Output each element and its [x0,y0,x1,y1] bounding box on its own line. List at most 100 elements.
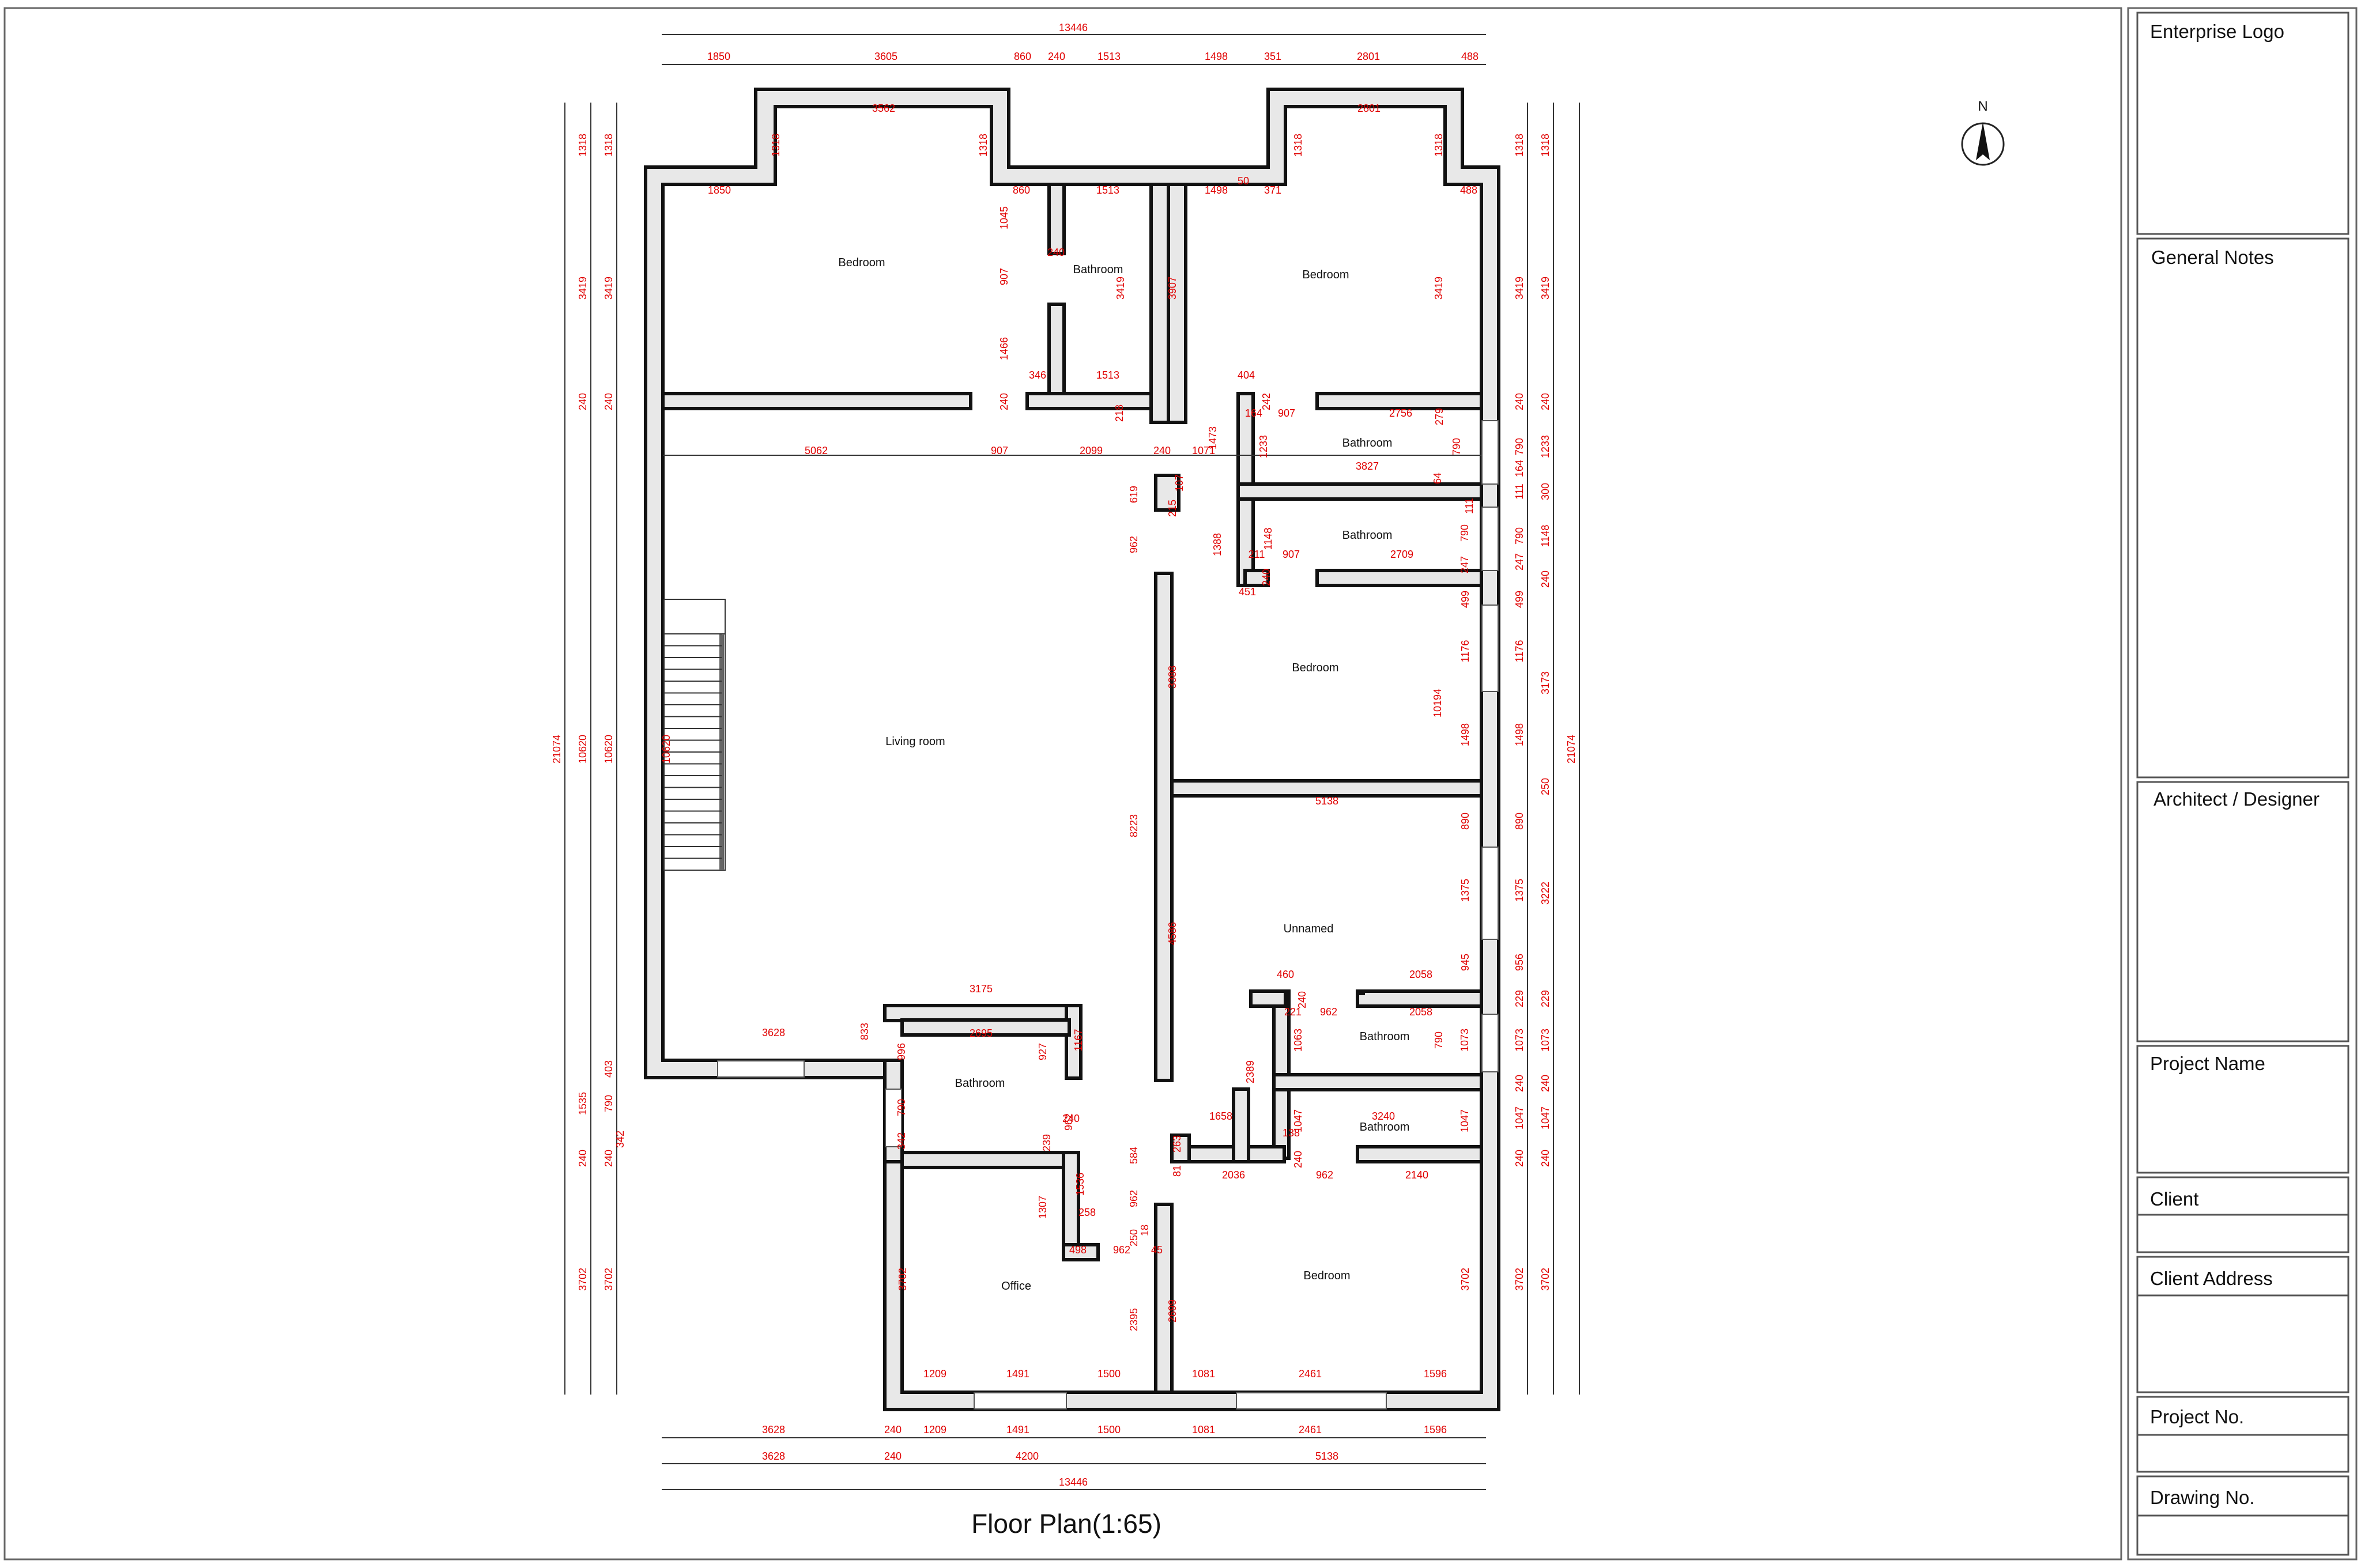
dimension-lines [564,34,1580,1490]
dimension-label: 3702 [577,1268,589,1291]
dimension-label: 2699 [1167,1299,1178,1323]
north-arrow: N [1961,99,2005,166]
dimension-label: 3419 [1433,277,1444,300]
dimension-label: 2140 [1405,1169,1428,1181]
dimension-label: 1047 [1459,1109,1470,1132]
window-left-bath [885,1089,902,1147]
wall-bath4-top [1356,989,1483,1008]
north-label: N [1978,99,1987,114]
panel-general-notes-label: General Notes [2151,247,2274,268]
dimension-label: 240 [1514,393,1525,410]
window-right-5 [1481,1014,1499,1072]
dimension-label: 2461 [1299,1424,1322,1435]
dimension-label: 229 [1540,990,1551,1007]
dimension-label: 250 [1540,778,1551,795]
dimension-label: 1209 [923,1368,946,1380]
room-label: Bathroom [955,1077,1005,1090]
dimension-label: 8223 [1128,814,1140,837]
dimension-label: 2756 [1389,407,1412,419]
dimension-label: 240 [1540,570,1551,588]
dimension-label: 5138 [1315,1450,1338,1462]
dimension-label: 962 [1128,1190,1140,1207]
dimension-label: 342 [614,1131,626,1148]
wall-office-right [1062,1151,1080,1258]
dimension-label: 111 [1464,498,1475,513]
dimension-label: 790 [1433,1032,1444,1049]
dimension-label: 1307 [1037,1196,1049,1219]
wall-bedroom2-bottom [1315,392,1483,410]
room-label: Living room [885,735,945,748]
room-label: Unnamed [1284,923,1334,935]
wall-bedroom1-bottom [661,392,972,410]
dimension-label: 240 [603,393,614,410]
dimension-label: 247 [1514,553,1525,570]
walls [644,88,1500,1411]
dimension-label: 240 [1514,1075,1525,1092]
wall-bath6-right [1065,1004,1083,1080]
dimension-label: 215 [1167,500,1178,517]
dimension-label: 3419 [1115,277,1126,300]
wall-bath5-stub [1170,1134,1191,1163]
dimension-label: 3240 [1372,1110,1395,1122]
wall-bath1-bottom [1025,392,1161,410]
window-right-3 [1481,604,1499,692]
dimension-label: 3702 [603,1268,614,1291]
dimension-label: 164 [1514,460,1525,477]
dimension-label: 1148 [1262,528,1274,550]
dimension-label: 1513 [1096,184,1119,196]
dimension-label: 4200 [1016,1450,1039,1462]
dimension-label: 240 [577,1150,589,1167]
dimension-label: 860 [1013,184,1030,196]
dimension-label: 488 [1460,184,1477,196]
dimension-label: 263 [1171,1135,1183,1153]
dimension-label: 460 [1277,969,1294,980]
dimension-label: 1063 [1292,1029,1304,1052]
wall-bath5-bottom [1356,1145,1483,1163]
panel-project-no-label: Project No. [2150,1406,2244,1427]
dimension-label: 1498 [1205,184,1228,196]
window-right-2 [1481,507,1499,571]
dimension-label: 3419 [577,277,589,300]
room-label: Bathroom [1360,1121,1410,1134]
dimension-label: 2058 [1409,969,1432,980]
dimension-label: 1535 [577,1092,589,1115]
dimension-label: 790 [1459,524,1470,542]
dimension-label: 21074 [551,735,563,764]
dimension-label: 1071 [1192,445,1215,456]
dimension-label: 3827 [1356,460,1379,472]
dimension-label: 218 [1114,405,1125,422]
dimension-label: 1318 [603,134,614,157]
dimension-label: 240 [1540,393,1551,410]
panel-client-address [2136,1256,2349,1393]
panel-enterprise-logo [2136,12,2349,235]
dimension-label: 1209 [923,1424,946,1435]
dimension-label: 451 [1239,586,1256,598]
wall-office-stub [1062,1243,1100,1261]
dimension-label: 833 [859,1023,870,1040]
dimension-label: 1375 [1459,879,1471,902]
wall-bath5-inner [1232,1087,1250,1163]
room-label: Bathroom [1342,437,1393,449]
dimension-label: 790 [1451,438,1462,455]
dimension-label: 247 [1459,556,1470,573]
dimension-label: 229 [1514,990,1525,1007]
dimension-label: 2389 [1244,1060,1256,1083]
dimension-label: 242 [1261,393,1272,410]
wall-bath6-inner-top [900,1018,1071,1037]
dimension-label: 996 [896,1043,907,1060]
dimension-label: 239 [1041,1134,1053,1151]
dimension-label: 240 [1292,1151,1304,1168]
dimension-label: 3419 [1514,277,1525,300]
dimension-label: 1148 [1540,525,1551,547]
window-office [974,1392,1067,1410]
dimension-label: 107 [1174,474,1185,492]
dimension-label: 1167 [1073,1029,1084,1052]
dimension-label: 2801 [1357,51,1380,62]
dimension-label: 240 [1514,1150,1525,1167]
panel-client-address-label: Client Address [2150,1268,2273,1289]
dimension-label: 1318 [1540,134,1551,157]
panel-general-notes [2136,237,2349,779]
dimension-label: 1073 [1514,1029,1525,1052]
